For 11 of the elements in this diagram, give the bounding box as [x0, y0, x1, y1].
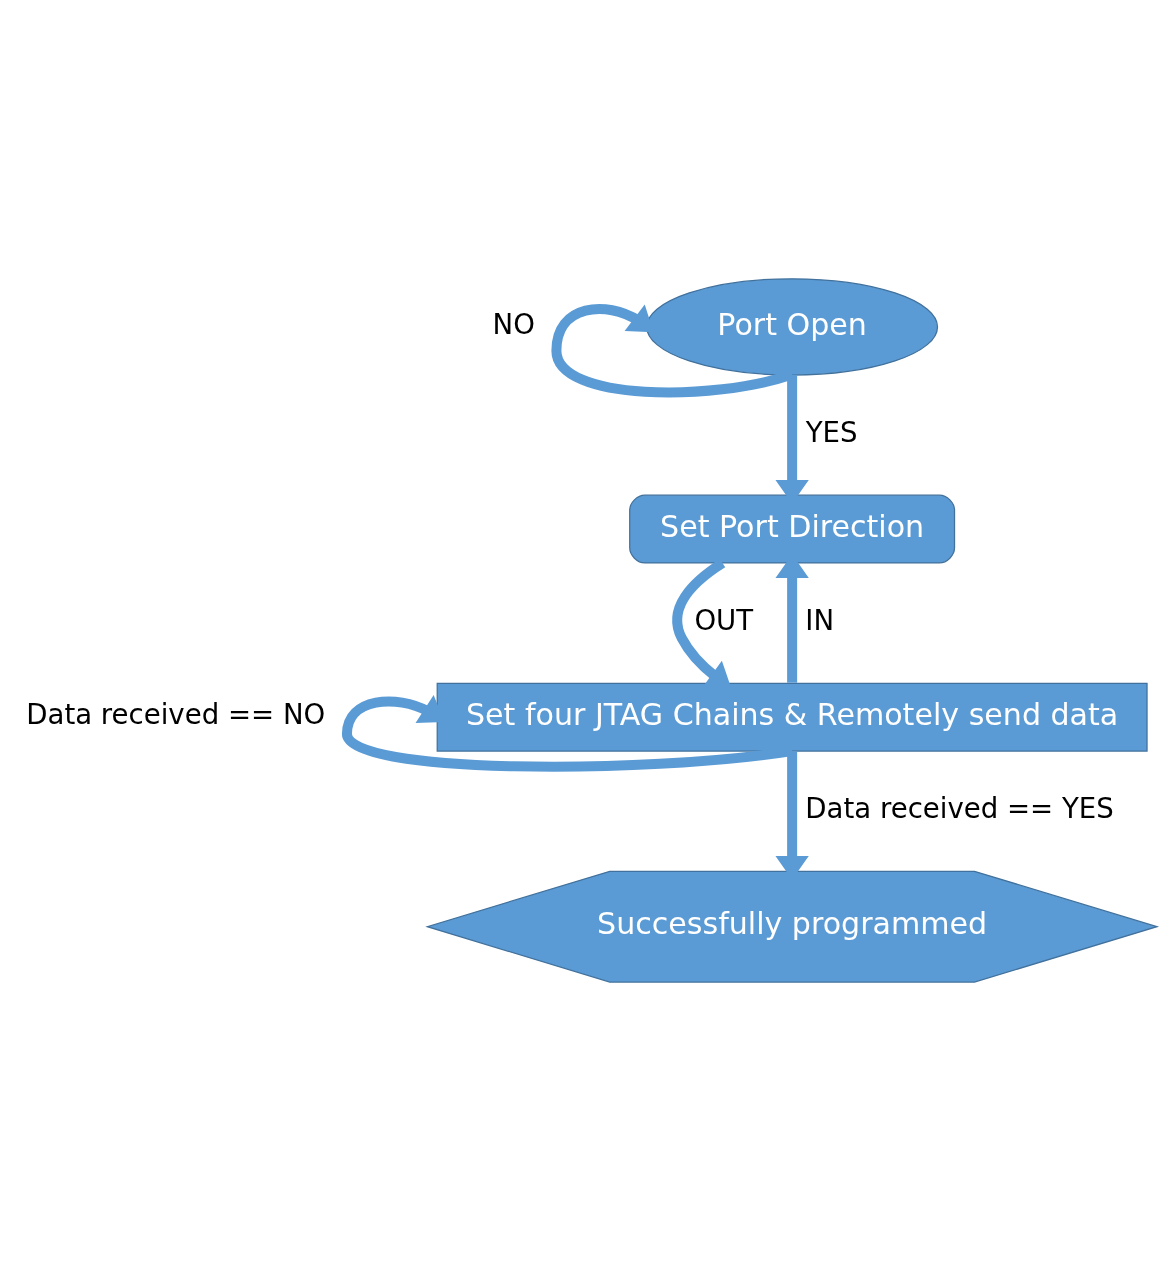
node-ellipse: Port Open	[646, 278, 939, 376]
edge-label: Data received == YES	[805, 792, 1114, 826]
edge-label: Data received == NO	[26, 698, 326, 732]
node-box: Set four JTAG Chains & Remotely send data	[436, 682, 1148, 752]
node-box: Set Port Direction	[629, 494, 956, 564]
edge-label: YES	[805, 416, 858, 450]
edge-label: IN	[805, 604, 835, 638]
edge-label: NO	[492, 307, 535, 341]
arrow	[341, 695, 793, 772]
edge-label: OUT	[694, 604, 754, 638]
arrow	[551, 304, 794, 398]
